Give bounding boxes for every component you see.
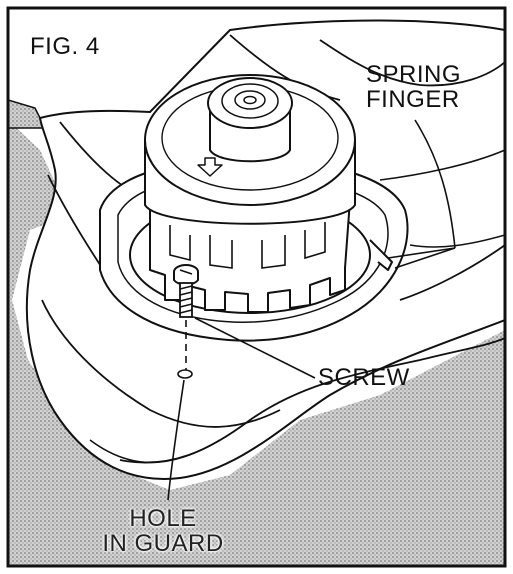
hub-ring-3 bbox=[243, 95, 257, 105]
leader-spring-finger-3 bbox=[394, 247, 456, 269]
shaded-ground bbox=[8, 120, 505, 566]
guard-hole bbox=[177, 369, 193, 379]
hub-ring-1 bbox=[221, 83, 279, 119]
leader-spring-finger-2 bbox=[387, 247, 456, 259]
leader-screw bbox=[194, 317, 316, 379]
guard-rib-right-3 bbox=[409, 234, 505, 248]
hub-ring-2 bbox=[234, 90, 266, 110]
guard-rib-right bbox=[399, 244, 505, 301]
spring-finger-part bbox=[369, 239, 393, 271]
figure-title: FIG. 4 bbox=[30, 33, 100, 60]
leader-hole bbox=[167, 379, 185, 501]
housing-notches bbox=[169, 222, 326, 269]
hole-label-line1: HOLE bbox=[129, 505, 197, 532]
shaded-corner bbox=[8, 99, 47, 129]
hole-in-guard-label: HOLE IN GUARD bbox=[88, 505, 238, 558]
screw-part bbox=[173, 264, 199, 318]
guard-contour-5 bbox=[89, 439, 221, 464]
spring-finger-label-line2: FINGER bbox=[366, 86, 460, 114]
hole-label-line2: IN GUARD bbox=[102, 530, 224, 558]
guard-rib-right-2 bbox=[379, 149, 505, 181]
spring-finger-label-line1: SPRING bbox=[366, 61, 462, 88]
screw-label: SCREW bbox=[318, 364, 410, 391]
guard-edge-right bbox=[319, 39, 505, 87]
guard-contour-3 bbox=[41, 299, 281, 428]
direction-arrow-icon bbox=[197, 157, 223, 177]
figure-frame bbox=[6, 6, 507, 568]
leader-spring-finger-1 bbox=[414, 119, 456, 249]
spring-finger-label: SPRING FINGER bbox=[366, 61, 462, 114]
